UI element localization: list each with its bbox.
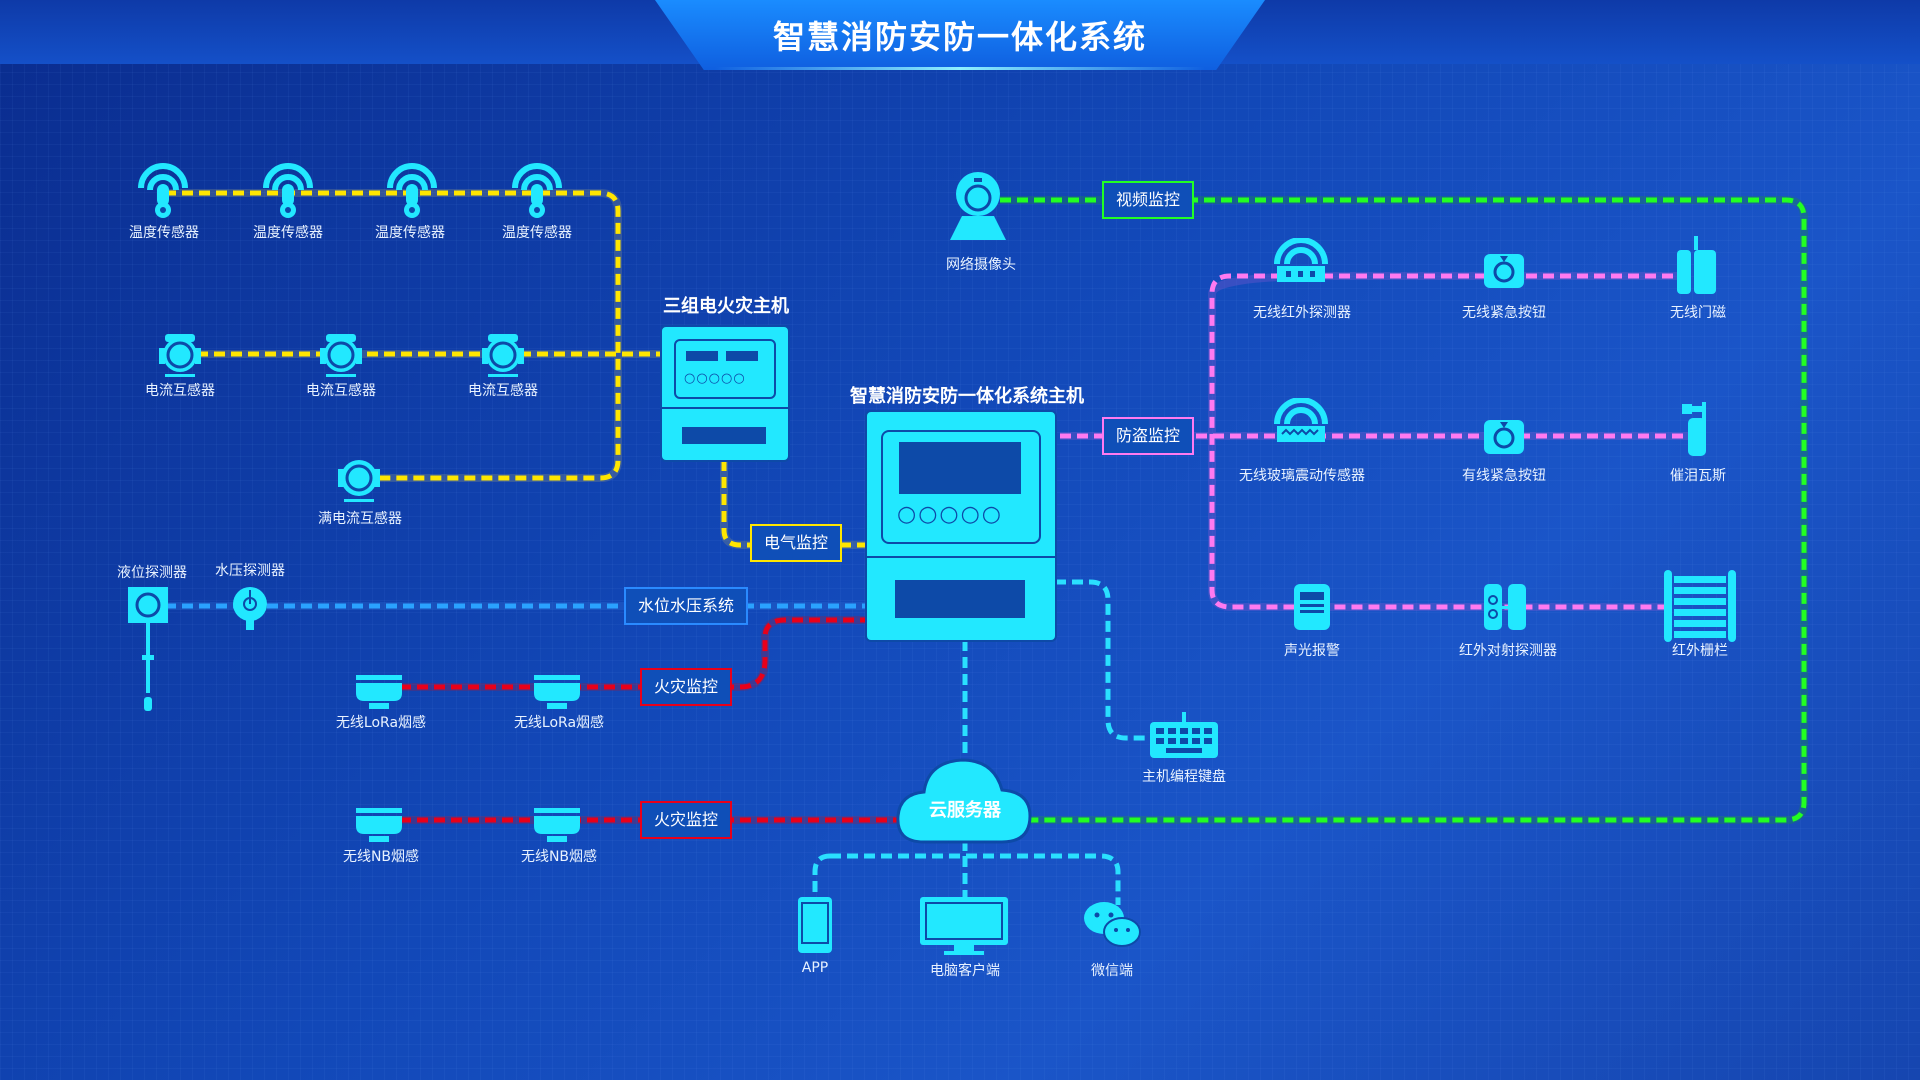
glass-break-sensor-label: 无线玻璃震动传感器 <box>1239 468 1365 484</box>
current-sensor-icon[interactable] <box>318 332 364 382</box>
temperature-sensor-icon[interactable] <box>384 158 440 224</box>
fire-monitoring-box-2[interactable]: 火灾监控 <box>639 801 733 839</box>
wechat-icon[interactable] <box>1082 900 1142 954</box>
wireless-ir-detector-icon[interactable] <box>1274 237 1328 288</box>
main-host-panel: ○○○○○ <box>881 430 1041 544</box>
lora-smoke-label: 无线LoRa烟感 <box>513 715 605 731</box>
wired-emergency-button-label: 有线紧急按钮 <box>1462 468 1546 484</box>
ir-fence-label: 红外栅栏 <box>1672 643 1728 659</box>
temp-sensor-label: 温度传感器 <box>502 225 572 241</box>
current-sensor-label: 电流互感器 <box>306 383 376 399</box>
ir-beam-detector-icon[interactable] <box>1482 582 1528 636</box>
current-sensor-icon[interactable] <box>157 332 203 382</box>
temp-sensor-label: 温度传感器 <box>375 225 445 241</box>
cloud-server-icon[interactable] <box>894 752 1034 851</box>
water-system-box[interactable]: 水位水压系统 <box>623 587 749 625</box>
wechat-label: 微信端 <box>1091 963 1133 979</box>
water-lines <box>165 579 1150 905</box>
lora-smoke-detector-icon[interactable] <box>534 675 580 715</box>
water-pressure-detector-label: 水压探测器 <box>215 563 285 579</box>
page-title: 智慧消防安防一体化系统 <box>772 18 1147 56</box>
main-system-host[interactable]: ○○○○○ <box>865 410 1057 642</box>
network-camera-label: 网络摄像头 <box>946 257 1016 273</box>
network-camera-icon[interactable] <box>948 172 1008 246</box>
full-current-sensor-label: 满电流互感器 <box>318 511 402 527</box>
tear-gas-label: 催泪瓦斯 <box>1670 468 1726 484</box>
title-banner <box>655 0 1265 70</box>
app-phone-icon[interactable] <box>796 895 834 959</box>
pc-client-label: 电脑客户端 <box>930 963 1000 979</box>
antitheft-monitoring-box[interactable]: 防盗监控 <box>1101 417 1195 455</box>
temp-sensor-label: 温度传感器 <box>129 225 199 241</box>
lora-smoke-detector-icon[interactable] <box>356 675 402 715</box>
nb-smoke-label: 无线NB烟感 <box>342 849 420 865</box>
ir-fence-icon[interactable] <box>1662 568 1738 648</box>
lora-smoke-label: 无线LoRa烟感 <box>335 715 427 731</box>
electrical-host-title: 三组电火灾主机 <box>663 296 789 317</box>
current-sensor-label: 电流互感器 <box>145 383 215 399</box>
wireless-door-magnet-icon[interactable] <box>1675 236 1719 300</box>
current-sensor-label: 电流互感器 <box>468 383 538 399</box>
electrical-monitoring-box[interactable]: 电气监控 <box>749 524 843 562</box>
full-current-sensor-icon[interactable] <box>336 457 382 507</box>
temperature-sensor-icon[interactable] <box>135 158 191 224</box>
wireless-emergency-button-label: 无线紧急按钮 <box>1462 305 1546 321</box>
ir-beam-detector-label: 红外对射探测器 <box>1459 643 1557 659</box>
liquid-detector-label: 液位探测器 <box>117 565 187 581</box>
main-host-title: 智慧消防安防一体化系统主机 <box>850 386 1084 407</box>
host-panel: ○○○○○ <box>674 339 776 399</box>
temp-sensor-label: 温度传感器 <box>253 225 323 241</box>
wireless-door-magnet-label: 无线门磁 <box>1670 305 1726 321</box>
electrical-lines <box>165 189 870 549</box>
electrical-fire-host[interactable]: ○○○○○ <box>660 325 790 462</box>
current-sensor-icon[interactable] <box>480 332 526 382</box>
programming-keyboard-label: 主机编程键盘 <box>1142 769 1226 785</box>
fire-lines <box>400 616 900 824</box>
programming-keyboard-icon[interactable] <box>1148 712 1220 764</box>
sound-light-alarm-label: 声光报警 <box>1284 643 1340 659</box>
fire-monitoring-box[interactable]: 火灾监控 <box>639 668 733 706</box>
nb-smoke-detector-icon[interactable] <box>534 808 580 848</box>
app-label: APP <box>801 960 829 976</box>
temperature-sensor-icon[interactable] <box>509 158 565 224</box>
wired-emergency-button-icon[interactable] <box>1482 414 1526 460</box>
cloud-server-label: 云服务器 <box>929 800 1001 821</box>
wireless-emergency-button-icon[interactable] <box>1482 248 1526 294</box>
video-monitoring-box[interactable]: 视频监控 <box>1101 181 1195 219</box>
nb-smoke-detector-icon[interactable] <box>356 808 402 848</box>
temperature-sensor-icon[interactable] <box>260 158 316 224</box>
water-pressure-detector-icon[interactable] <box>230 586 270 636</box>
nb-smoke-label: 无线NB烟感 <box>520 849 598 865</box>
pc-client-icon[interactable] <box>918 895 1010 961</box>
sound-light-alarm-icon[interactable] <box>1292 582 1332 636</box>
glass-break-sensor-icon[interactable] <box>1274 397 1328 450</box>
video-lines <box>1000 196 1808 824</box>
wireless-ir-detector-label: 无线红外探测器 <box>1253 305 1351 321</box>
tear-gas-icon[interactable] <box>1680 400 1716 462</box>
liquid-level-detector-icon[interactable] <box>128 585 168 719</box>
